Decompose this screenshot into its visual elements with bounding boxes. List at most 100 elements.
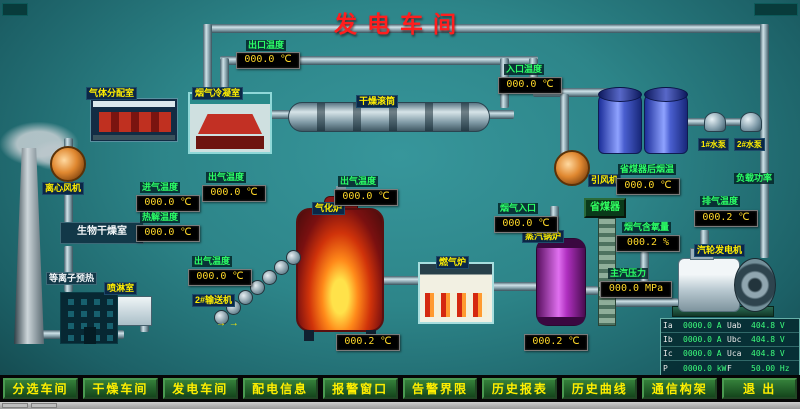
- pipe: [220, 58, 229, 96]
- intake-temp-label: 进气温度: [140, 182, 181, 193]
- taskbar-button[interactable]: [31, 403, 57, 408]
- chimney: [14, 148, 44, 344]
- pipe: [203, 24, 212, 96]
- nav-exit-button[interactable]: 退 出: [722, 378, 798, 399]
- gas-distribution-room: [90, 98, 178, 142]
- spray-room-label: 喷淋室: [104, 282, 138, 295]
- econ-outlet-flue-label: 省煤器后烟温: [618, 164, 677, 175]
- storage-tank-2-top: [644, 87, 688, 102]
- menu-strip-left: [2, 3, 28, 16]
- taskbar-button[interactable]: [2, 403, 28, 408]
- meter-key: F: [727, 363, 732, 373]
- conveyor-roller: [262, 270, 277, 285]
- economizer-box: 省煤器: [584, 198, 626, 218]
- pipe: [203, 24, 769, 33]
- taskbar: [0, 402, 800, 409]
- meter-key: Uca: [727, 349, 742, 358]
- flue-oxygen-label: 烟气含氧量: [622, 222, 672, 233]
- intake-temp-display: 000.0 ℃: [136, 195, 200, 212]
- plant-building: [60, 292, 118, 344]
- steam-boiler-body: [536, 238, 586, 326]
- nav-alarm-limits-button[interactable]: 告警界限: [402, 378, 478, 399]
- menu-strip-right: [754, 3, 798, 16]
- meter-value: 0000.0 A: [683, 321, 722, 330]
- inlet-temp-label: 入口温度: [504, 64, 545, 75]
- steam-boiler-cap-bottom: [537, 317, 585, 325]
- nav-history-reports-button[interactable]: 历史报表: [482, 378, 558, 399]
- conveyor-roller: [250, 280, 265, 295]
- econ-outlet-flue-display: 000.0 ℃: [616, 178, 680, 195]
- pyrolysis-temp-display: 000.0 ℃: [136, 225, 200, 242]
- outgas-temp-a-label: 出气温度: [206, 172, 247, 183]
- conveyor-roller: [238, 290, 253, 305]
- flue-condenser: [188, 92, 272, 154]
- turbine-body: [678, 258, 740, 312]
- meter-value: 0000.0 A: [683, 335, 722, 344]
- nav-communication-framework-button[interactable]: 通信构架: [642, 378, 718, 399]
- pipe: [584, 286, 598, 295]
- flue-condenser-label: 烟气冷凝室: [192, 87, 244, 100]
- steam-boiler-cap-top: [537, 239, 585, 248]
- gas-distribution-room-core: [99, 112, 171, 132]
- plasma-preheat-label: 等离子预热: [46, 272, 98, 285]
- outlet-temp-label: 出口温度: [246, 40, 287, 51]
- pipe: [64, 246, 73, 292]
- generator-disc: [734, 258, 776, 312]
- main-steam-pressure-display: 000.0 MPa: [600, 281, 672, 298]
- nav-sorting-workshop-button[interactable]: 分选车间: [3, 378, 78, 399]
- storage-tank-1-top: [598, 87, 642, 102]
- flue-oxygen-display: 000.2 %: [616, 235, 680, 252]
- nav-drying-workshop-button[interactable]: 干燥车间: [82, 378, 158, 399]
- building-door: [84, 327, 96, 344]
- meter-row: P 0000.0 kW F 50.00 Hz: [661, 361, 799, 375]
- boiler-bottom-display: 000.2 ℃: [524, 334, 588, 351]
- flue-gas-inlet-display: 000.0 ℃: [494, 216, 558, 233]
- gas-distribution-room-top: [93, 101, 175, 107]
- pipe: [220, 56, 538, 65]
- meter-key: Ubc: [727, 335, 742, 344]
- pipe: [760, 24, 769, 120]
- meter-value: 0000.0 kW: [683, 363, 727, 373]
- pipe: [614, 298, 678, 307]
- page-title: 发电车间: [334, 11, 466, 37]
- pipe: [760, 118, 769, 258]
- flue-condenser-bottom: [196, 136, 264, 149]
- outgas-temp-a-display: 000.0 ℃: [202, 185, 266, 202]
- gas-distribution-room-base: [93, 135, 175, 140]
- main-steam-pressure-label: 主汽压力: [608, 268, 649, 279]
- load-power-label: 负载功率: [734, 173, 775, 184]
- pipe: [490, 282, 538, 291]
- bio-drying-room-label: 生物干燥室: [60, 222, 144, 244]
- pyrolysis-temp-label: 热解温度: [140, 212, 181, 223]
- meter-key: P: [663, 363, 668, 373]
- pump1-label: 1#水泵: [698, 138, 729, 151]
- outlet-temp-display: 000.0 ℃: [236, 52, 300, 69]
- drying-drum-label: 干燥滚筒: [356, 95, 399, 108]
- bottom-nav-bar: 分选车间 干燥车间 发电车间 配电信息 报警窗口 告警界限 历史报表 历史曲线 …: [0, 375, 800, 402]
- nav-history-curves-button[interactable]: 历史曲线: [562, 378, 638, 399]
- gasifier-bottom-display: 000.2 ℃: [336, 334, 400, 351]
- meter-key: Ia: [663, 321, 673, 330]
- pipe: [378, 276, 420, 285]
- meter-row: Ic 0000.0 A Uca 404.8 V: [661, 347, 799, 361]
- pipe: [529, 58, 538, 94]
- gasifier-vessel: [296, 208, 384, 332]
- conveyor-roller: [286, 250, 301, 265]
- centrifugal-fan-label: 离心风机: [42, 182, 85, 195]
- nav-alarm-window-button[interactable]: 报警窗口: [322, 378, 398, 399]
- storage-tank-1: [598, 87, 642, 154]
- meter-key: Uab: [727, 321, 742, 330]
- pipe: [560, 94, 569, 158]
- conveyor-label: 2#输送机: [192, 294, 236, 307]
- flue-gas-inlet-label: 烟气入口: [498, 203, 539, 214]
- gasifier-outgas-temp-display: 000.0 ℃: [334, 189, 398, 206]
- gasifier-outgas-temp-label: 出气温度: [338, 176, 379, 187]
- nav-power-workshop-button[interactable]: 发电车间: [162, 378, 238, 399]
- meter-value: 404.8 V: [751, 321, 785, 330]
- generator-meter-table: Ia 0000.0 A Uab 404.8 V Ib 0000.0 A Ubc …: [660, 318, 800, 376]
- meter-value: 404.8 V: [751, 335, 785, 344]
- meter-key: Ib: [663, 335, 673, 344]
- nav-power-distribution-info-button[interactable]: 配电信息: [242, 378, 318, 399]
- outgas-temp-b-display: 000.0 ℃: [188, 269, 252, 286]
- gas-distribution-room-label: 气体分配室: [86, 87, 138, 100]
